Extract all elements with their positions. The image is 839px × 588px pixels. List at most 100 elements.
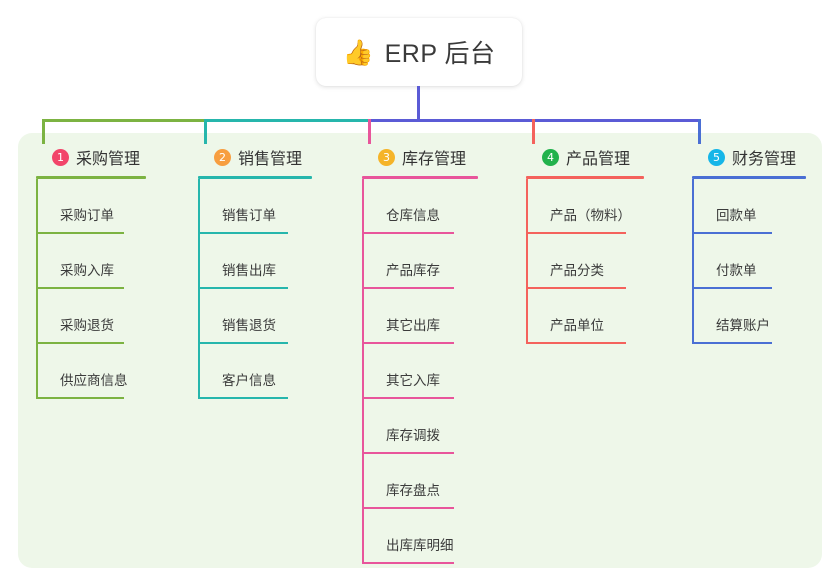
- branch-drop-2: [204, 119, 207, 144]
- leaf-underline: [692, 232, 772, 234]
- branch-leaf-list: 回款单付款单结算账户: [692, 179, 806, 344]
- leaf-label: 采购退货: [60, 318, 114, 333]
- leaf-item[interactable]: 仓库信息: [362, 179, 478, 234]
- leaf-underline: [692, 287, 772, 289]
- leaf-label: 仓库信息: [386, 208, 440, 223]
- branch-underline: [362, 176, 478, 179]
- branch-column-4: 4 产品管理产品（物料） 产品分类产品单位: [526, 144, 644, 344]
- leaf-label: 其它入库: [386, 373, 440, 388]
- leaf-label: 付款单: [716, 263, 757, 278]
- branch-header-2[interactable]: 2 销售管理: [198, 144, 312, 170]
- branch-number-badge: 2: [214, 148, 231, 166]
- leaf-item[interactable]: 产品库存: [362, 234, 478, 289]
- leaf-item[interactable]: 产品（物料）: [526, 179, 644, 234]
- bus-segment-3: [368, 119, 535, 122]
- branch-header-3[interactable]: 3 库存管理: [362, 144, 478, 170]
- leaf-item[interactable]: 库存调拨: [362, 399, 478, 454]
- branch-leaf-list: 采购订单采购入库采购退货供应商信息: [36, 179, 146, 399]
- leaf-underline: [362, 397, 454, 399]
- root-trunk-line: [416, 86, 420, 122]
- leaf-label: 采购订单: [60, 208, 114, 223]
- branch-spine: [526, 179, 528, 344]
- branch-leaf-list: 销售订单销售出库销售退货客户信息: [198, 179, 312, 399]
- branch-underline: [692, 176, 806, 179]
- leaf-underline: [362, 287, 454, 289]
- branch-leaf-list: 产品（物料） 产品分类产品单位: [526, 179, 644, 344]
- root-node[interactable]: 👍 ERP 后台: [316, 18, 522, 86]
- branch-column-3: 3 库存管理仓库信息产品库存其它出库其它入库库存调拨库存盘点出库库明细: [362, 144, 478, 564]
- leaf-underline: [36, 397, 124, 399]
- leaf-label: 客户信息: [222, 373, 276, 388]
- leaf-underline: [198, 232, 288, 234]
- leaf-item[interactable]: 产品单位: [526, 289, 644, 344]
- leaf-item[interactable]: 采购退货: [36, 289, 146, 344]
- leaf-underline: [362, 452, 454, 454]
- bus-segment-2: [204, 119, 371, 122]
- branch-number-badge: 1: [52, 148, 69, 166]
- leaf-item[interactable]: 其它出库: [362, 289, 478, 344]
- bus-segment-4: [532, 119, 701, 122]
- branch-number-badge: 4: [542, 148, 559, 166]
- leaf-underline: [362, 507, 454, 509]
- branch-spine: [198, 179, 200, 399]
- branch-underline: [198, 176, 312, 179]
- branch-number-badge: 3: [378, 148, 395, 166]
- leaf-label: 产品（物料）: [550, 208, 631, 223]
- branch-column-2: 2 销售管理销售订单销售出库销售退货客户信息: [198, 144, 312, 399]
- branch-drop-3: [368, 119, 371, 144]
- leaf-underline: [526, 342, 626, 344]
- branch-leaf-list: 仓库信息产品库存其它出库其它入库库存调拨库存盘点出库库明细: [362, 179, 478, 564]
- leaf-item[interactable]: 销售退货: [198, 289, 312, 344]
- leaf-underline: [362, 562, 454, 564]
- branch-title: 采购管理: [76, 151, 141, 168]
- leaf-item[interactable]: 客户信息: [198, 344, 312, 399]
- leaf-label: 供应商信息: [60, 373, 128, 388]
- leaf-label: 其它出库: [386, 318, 440, 333]
- branch-header-4[interactable]: 4 产品管理: [526, 144, 644, 170]
- leaf-label: 销售订单: [222, 208, 276, 223]
- leaf-underline: [36, 232, 124, 234]
- leaf-item[interactable]: 采购订单: [36, 179, 146, 234]
- branch-spine: [362, 179, 364, 564]
- leaf-label: 结算账户: [716, 318, 770, 333]
- branch-column-1: 1 采购管理采购订单采购入库采购退货供应商信息: [36, 144, 146, 399]
- branch-title: 财务管理: [732, 151, 797, 168]
- leaf-item[interactable]: 其它入库: [362, 344, 478, 399]
- leaf-item[interactable]: 采购入库: [36, 234, 146, 289]
- branch-drop-1: [42, 119, 45, 144]
- diagram-panel: [18, 133, 822, 568]
- leaf-item[interactable]: 产品分类: [526, 234, 644, 289]
- branch-header-1[interactable]: 1 采购管理: [36, 144, 146, 170]
- branch-drop-4: [532, 119, 535, 144]
- leaf-underline: [362, 342, 454, 344]
- leaf-label: 产品单位: [550, 318, 604, 333]
- leaf-item[interactable]: 供应商信息: [36, 344, 146, 399]
- branch-spine: [36, 179, 38, 399]
- branch-underline: [526, 176, 644, 179]
- leaf-item[interactable]: 出库库明细: [362, 509, 478, 564]
- leaf-underline: [526, 232, 626, 234]
- leaf-underline: [198, 342, 288, 344]
- branch-title: 产品管理: [566, 151, 631, 168]
- leaf-label: 销售出库: [222, 263, 276, 278]
- branch-underline: [36, 176, 146, 179]
- leaf-label: 回款单: [716, 208, 757, 223]
- leaf-item[interactable]: 销售出库: [198, 234, 312, 289]
- branch-title: 库存管理: [402, 151, 467, 168]
- branch-title: 销售管理: [238, 151, 303, 168]
- thumbs-up-icon: 👍: [342, 38, 374, 67]
- root-title: ERP 后台: [384, 40, 496, 68]
- leaf-item[interactable]: 结算账户: [692, 289, 806, 344]
- leaf-item[interactable]: 库存盘点: [362, 454, 478, 509]
- leaf-item[interactable]: 回款单: [692, 179, 806, 234]
- leaf-item[interactable]: 销售订单: [198, 179, 312, 234]
- leaf-label: 产品分类: [550, 263, 604, 278]
- leaf-underline: [526, 287, 626, 289]
- branch-drop-5: [698, 119, 701, 144]
- leaf-underline: [36, 287, 124, 289]
- leaf-underline: [362, 232, 454, 234]
- leaf-label: 出库库明细: [386, 538, 454, 553]
- leaf-item[interactable]: 付款单: [692, 234, 806, 289]
